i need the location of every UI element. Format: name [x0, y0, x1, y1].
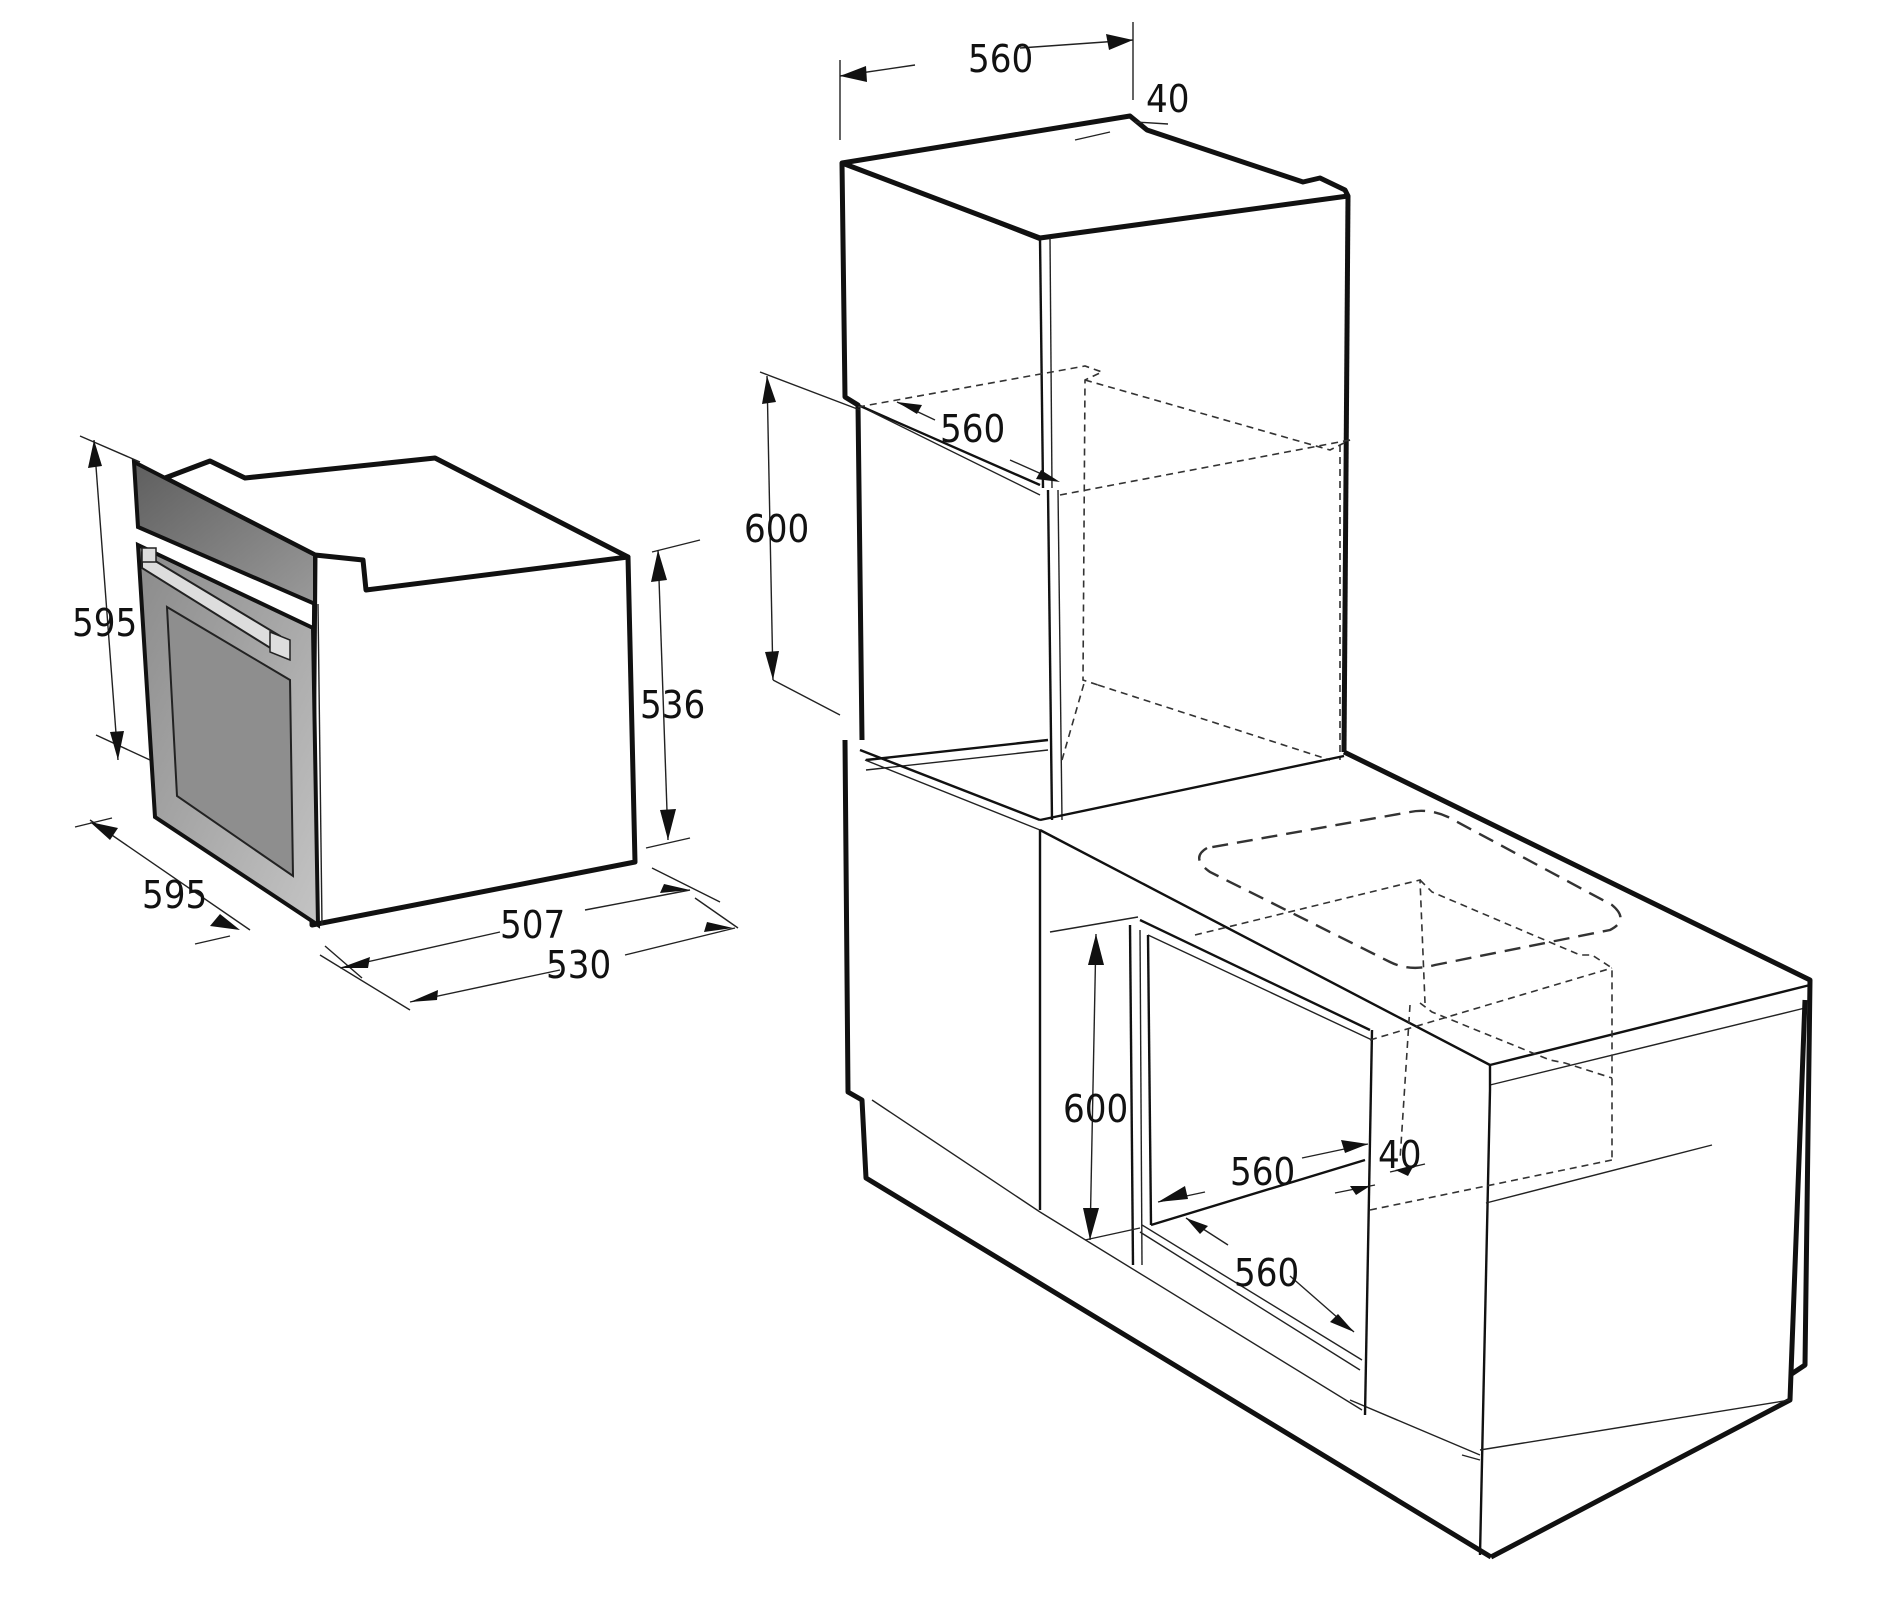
base-cabinet-dimensions: 600 560 40 560 [1049, 916, 1426, 1333]
tall-top-gap-label: 40 [1146, 77, 1190, 121]
oven-top [162, 455, 631, 593]
oven-door-window [165, 605, 295, 878]
oven-body-height-label: 536 [640, 683, 705, 727]
base-rear-gap-label: 40 [1378, 1133, 1422, 1177]
oven-drawing [131, 455, 638, 929]
oven-dimensions: 595 595 536 507 530 [72, 435, 739, 1011]
oven-width-label: 595 [142, 873, 207, 917]
oven-side-body [309, 552, 638, 928]
base-niche-width-label: 560 [1230, 1150, 1295, 1194]
oven-total-depth-label: 530 [546, 943, 611, 987]
tall-top-width-label: 560 [968, 37, 1033, 81]
base-niche-depth-label: 560 [1234, 1251, 1299, 1295]
oven-height-label: 595 [72, 601, 137, 645]
oven-depth-label: 507 [500, 903, 565, 947]
tall-niche-height-label: 600 [744, 507, 809, 551]
tall-niche-depth-label: 560 [940, 407, 1005, 451]
oven-control-panel [131, 458, 317, 608]
base-cabinet [842, 739, 1813, 1560]
tall-cabinet-dimensions: 560 40 600 560 [744, 22, 1190, 716]
tall-cabinet [839, 113, 1351, 821]
base-niche-height-label: 600 [1063, 1087, 1128, 1131]
